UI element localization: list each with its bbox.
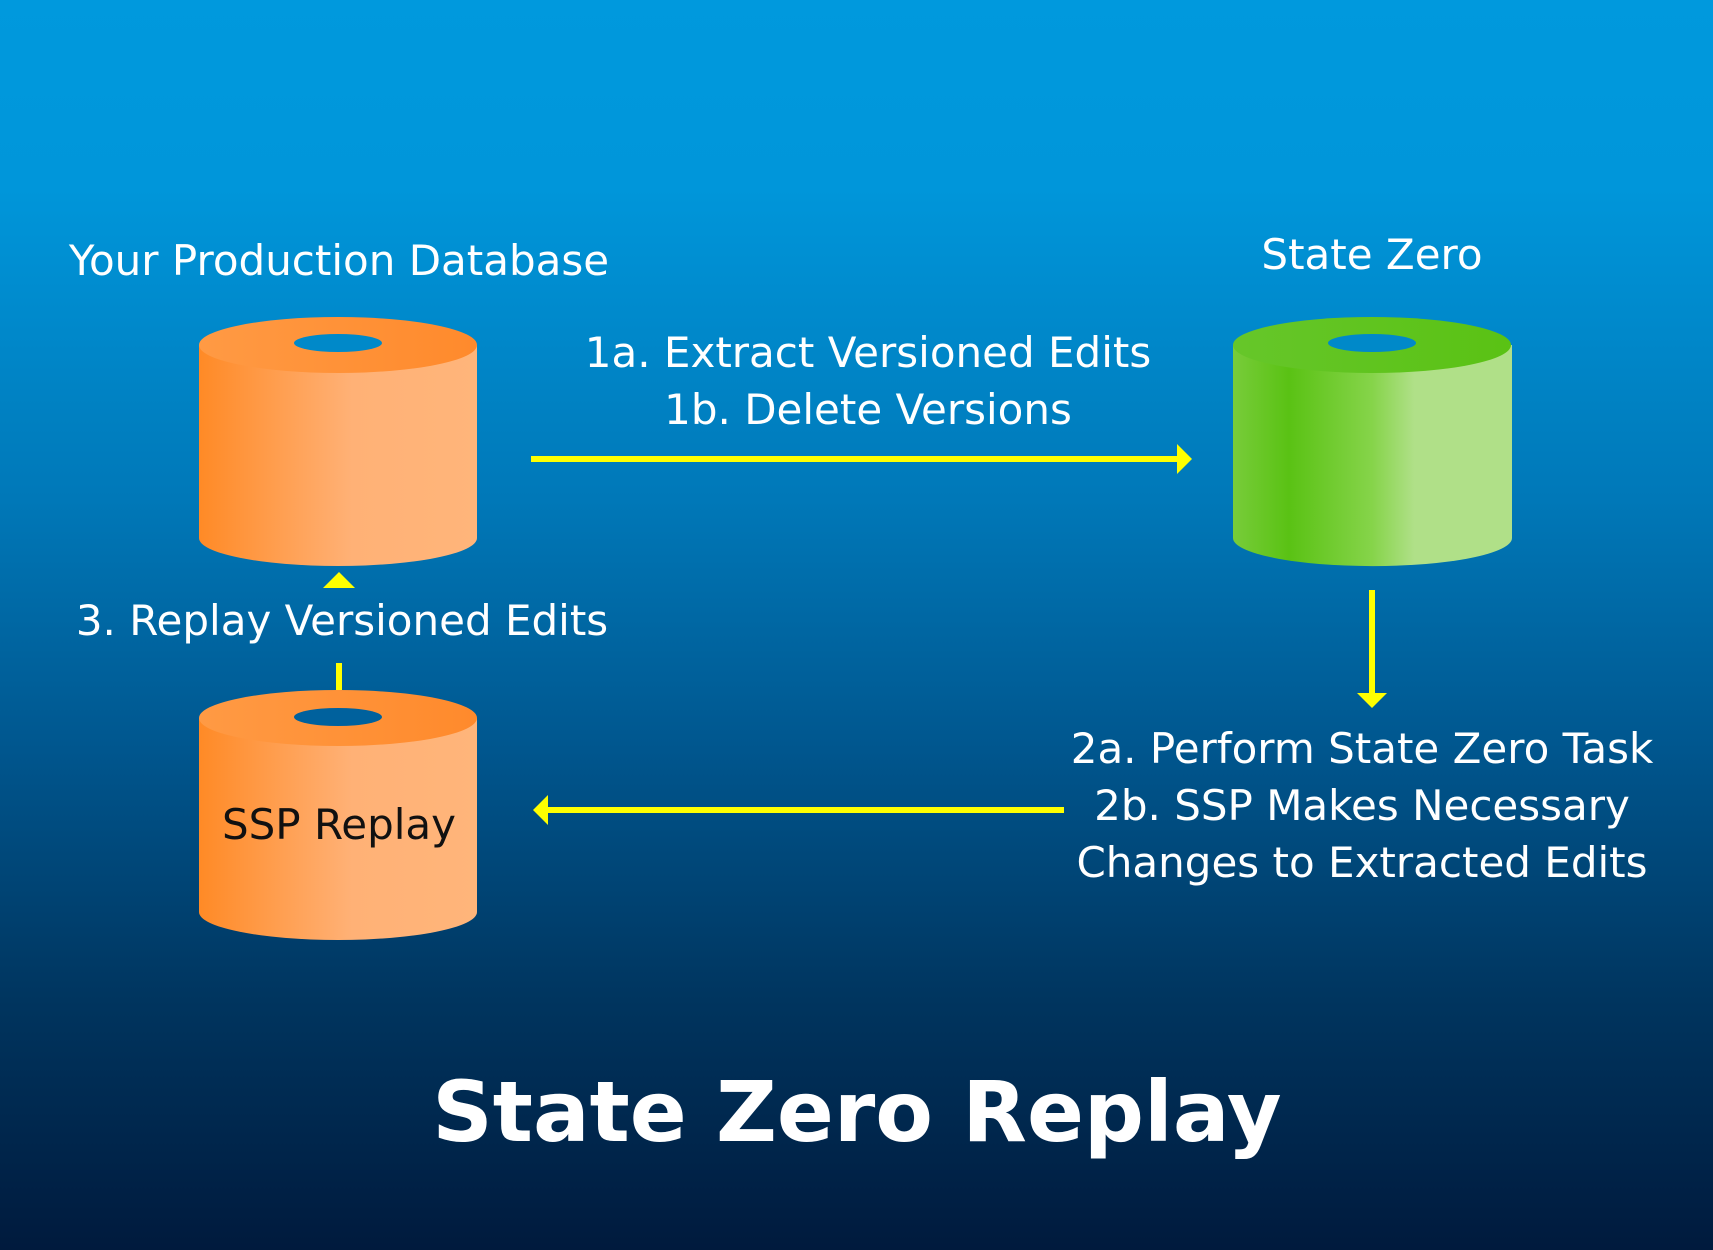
ssp-replay-cylinder [199, 690, 477, 940]
cylinder-hole [1328, 334, 1416, 352]
arrow-step1 [531, 444, 1192, 474]
production-database-label: Your Production Database [68, 236, 610, 285]
step2c-label: Changes to Extracted Edits [1076, 838, 1648, 887]
arrow-step3 [323, 572, 355, 690]
ssp-replay-label: SSP Replay [221, 800, 457, 849]
step2b-label: 2b. SSP Makes Necessary [1094, 781, 1630, 830]
cylinder-hole [294, 334, 382, 352]
production-database-cylinder [199, 317, 477, 566]
cylinder-hole [294, 708, 382, 726]
state-zero-label: State Zero [1261, 230, 1483, 279]
state-zero-cylinder [1233, 317, 1512, 567]
step1a-label: 1a. Extract Versioned Edits [584, 328, 1152, 377]
step1b-label: 1b. Delete Versions [664, 385, 1072, 434]
step3-label: 3. Replay Versioned Edits [75, 596, 609, 645]
arrow-step2-down [1357, 590, 1387, 708]
arrow-step2-left [533, 795, 1064, 825]
diagram-title: State Zero Replay [432, 1063, 1282, 1161]
step2a-label: 2a. Perform State Zero Task [1070, 724, 1654, 773]
